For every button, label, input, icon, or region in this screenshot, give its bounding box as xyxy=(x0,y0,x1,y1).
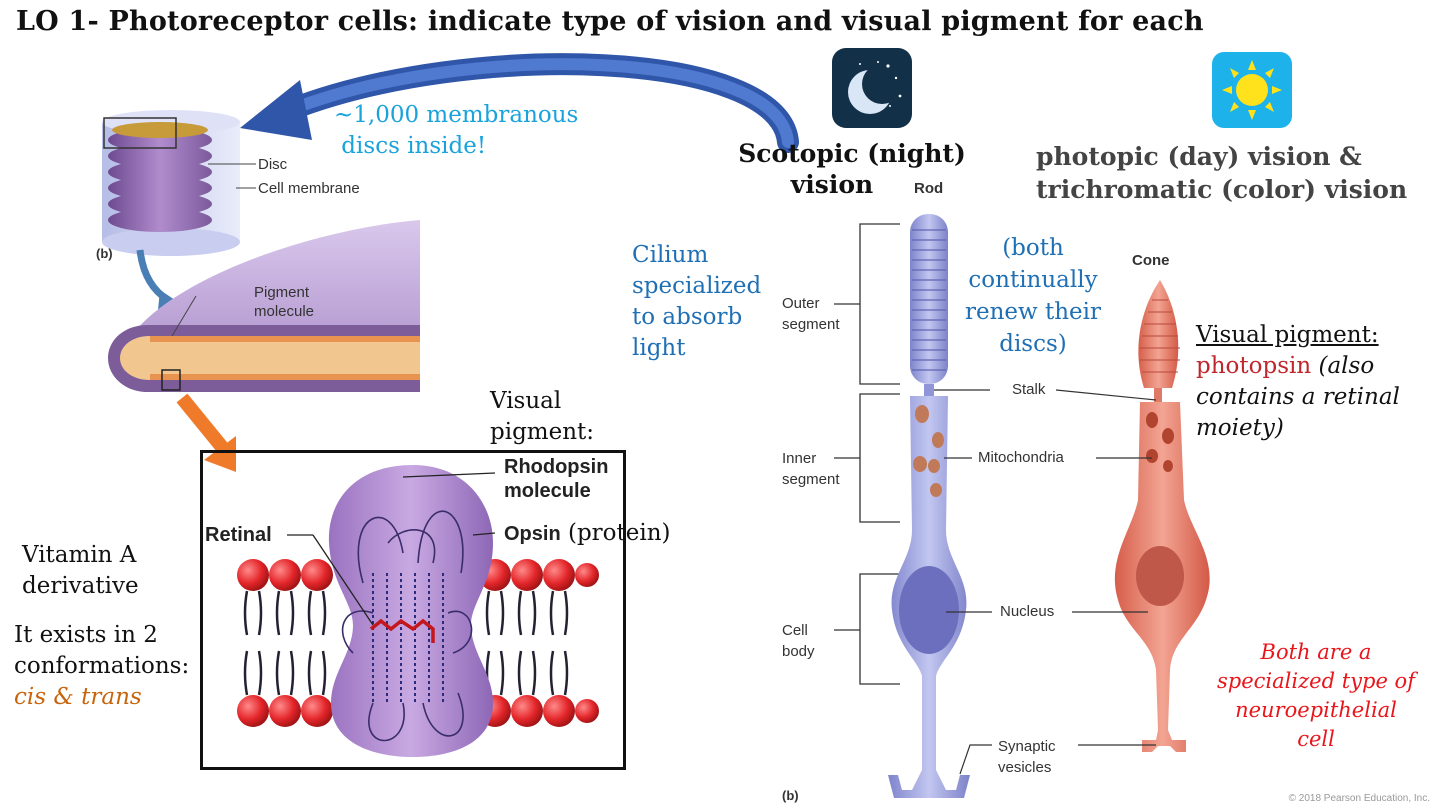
outer-segment-line2: segment xyxy=(782,316,840,333)
inner-segment-line1: Inner xyxy=(782,450,817,467)
cilium-line2: specialized xyxy=(632,273,762,299)
lipid-bilayer-right xyxy=(479,559,599,727)
conformations-line1: It exists in 2 xyxy=(14,622,158,648)
outer-segment-label: Outer segment xyxy=(782,293,840,335)
synaptic-line1: Synaptic xyxy=(998,738,1056,755)
renew-line2: continually xyxy=(968,267,1098,293)
both-line2: specialized type of xyxy=(1217,669,1415,693)
rod-label: Rod xyxy=(914,180,944,197)
cell-body-line2: body xyxy=(782,643,815,660)
opsin-label-bold: Opsin xyxy=(504,523,561,545)
photopsin-note-3: moiety) xyxy=(1196,415,1284,441)
stalk-label: Stalk xyxy=(1012,381,1046,398)
pigment-label-line1: Pigment xyxy=(254,284,310,301)
opsin-label: Opsin (protein) xyxy=(504,520,671,546)
synaptic-line2: vesicles xyxy=(998,759,1052,776)
cilium-line3: to absorb xyxy=(632,304,743,330)
scotopic-line1: Scotopic (night) xyxy=(738,139,966,168)
scotopic-line2: vision xyxy=(790,170,874,199)
pigment-label-line2: molecule xyxy=(254,303,315,320)
vitamin-a-text: Vitamin A derivative xyxy=(22,540,139,602)
lipid-bilayer-left xyxy=(237,559,333,727)
rhodopsin-label-line2: molecule xyxy=(504,480,591,502)
renew-line1: (both xyxy=(1002,235,1064,261)
cis-trans-text: cis & trans xyxy=(14,684,142,710)
renew-line3: renew their xyxy=(964,299,1102,325)
both-specialized-text: Both are a specialized type of neuroepit… xyxy=(1196,638,1436,754)
vitamin-line1: Vitamin A xyxy=(22,542,137,568)
visual-pigment-left: Visual pigment: xyxy=(490,386,594,448)
both-line3: neuroepithelial xyxy=(1235,698,1397,722)
page-title: LO 1- Photoreceptor cells: indicate type… xyxy=(16,6,1204,37)
renew-line4: discs) xyxy=(999,331,1067,357)
conformations-line2: conformations: xyxy=(14,653,190,679)
both-line4: cell xyxy=(1297,727,1335,751)
synaptic-vesicles-label: Synaptic vesicles xyxy=(998,736,1056,778)
photopsin-text: photopsin xyxy=(1196,353,1312,379)
copyright-text: © 2018 Pearson Education, Inc. xyxy=(1288,793,1430,804)
rod-cone-illustration xyxy=(834,214,1210,798)
panel-b-right: (b) xyxy=(782,788,799,803)
opsin-note: (protein) xyxy=(560,520,671,546)
pigment-molecule-label: Pigment molecule xyxy=(254,283,314,321)
discs-note-line1: ~1,000 membranous xyxy=(334,102,579,128)
inner-segment-line2: segment xyxy=(782,471,840,488)
inner-segment-label: Inner segment xyxy=(782,448,840,490)
visual-pigment-right-line2: photopsin (also xyxy=(1196,351,1400,382)
rhodopsin-label: Rhodopsin molecule xyxy=(504,455,608,503)
photopic-line1: photopic (day) vision & xyxy=(1036,142,1362,171)
retinal-label: Retinal xyxy=(205,524,272,546)
both-line1: Both are a xyxy=(1260,640,1372,664)
discs-note-line2: discs inside! xyxy=(334,133,487,159)
renew-discs-text: (both continually renew their discs) xyxy=(958,232,1108,360)
cell-body-label: Cell body xyxy=(782,620,815,662)
panel-b-left: (b) xyxy=(96,246,113,261)
vitamin-line2: derivative xyxy=(22,573,139,599)
sun-icon xyxy=(1212,52,1292,128)
visual-pigment-left-line1: Visual xyxy=(490,388,562,414)
cilium-line4: light xyxy=(632,335,686,361)
rhodopsin-box xyxy=(200,450,626,770)
disc-label: Disc xyxy=(258,156,288,173)
visual-pigment-right: Visual pigment: photopsin (also contains… xyxy=(1196,320,1400,444)
visual-pigment-right-heading: Visual pigment: xyxy=(1196,322,1379,348)
cilium-text: Cilium specialized to absorb light xyxy=(632,240,761,364)
rhodopsin-illustration xyxy=(237,465,599,757)
photopic-text: photopic (day) vision & trichromatic (co… xyxy=(1036,140,1407,206)
photopsin-note-1: (also xyxy=(1311,353,1375,379)
mitochondria-label: Mitochondria xyxy=(978,449,1064,466)
rhodopsin-label-line1: Rhodopsin xyxy=(504,456,609,478)
cell-body-line1: Cell xyxy=(782,622,808,639)
conformations-text: It exists in 2 conformations: cis & tran… xyxy=(14,620,189,713)
cone-label: Cone xyxy=(1132,252,1170,269)
photopic-line2: trichromatic (color) vision xyxy=(1036,175,1408,204)
moon-stars-icon xyxy=(832,48,912,128)
discs-note: ~1,000 membranous discs inside! xyxy=(334,100,578,162)
outer-segment-line1: Outer xyxy=(782,295,820,312)
cilium-line1: Cilium xyxy=(632,242,709,268)
scotopic-text: Scotopic (night) vision xyxy=(738,138,966,200)
nucleus-label: Nucleus xyxy=(1000,603,1055,620)
disc-stack-illustration xyxy=(102,110,420,472)
cell-membrane-label: Cell membrane xyxy=(258,180,360,197)
photopsin-note-2: contains a retinal xyxy=(1196,384,1400,410)
visual-pigment-left-line2: pigment: xyxy=(490,419,595,445)
